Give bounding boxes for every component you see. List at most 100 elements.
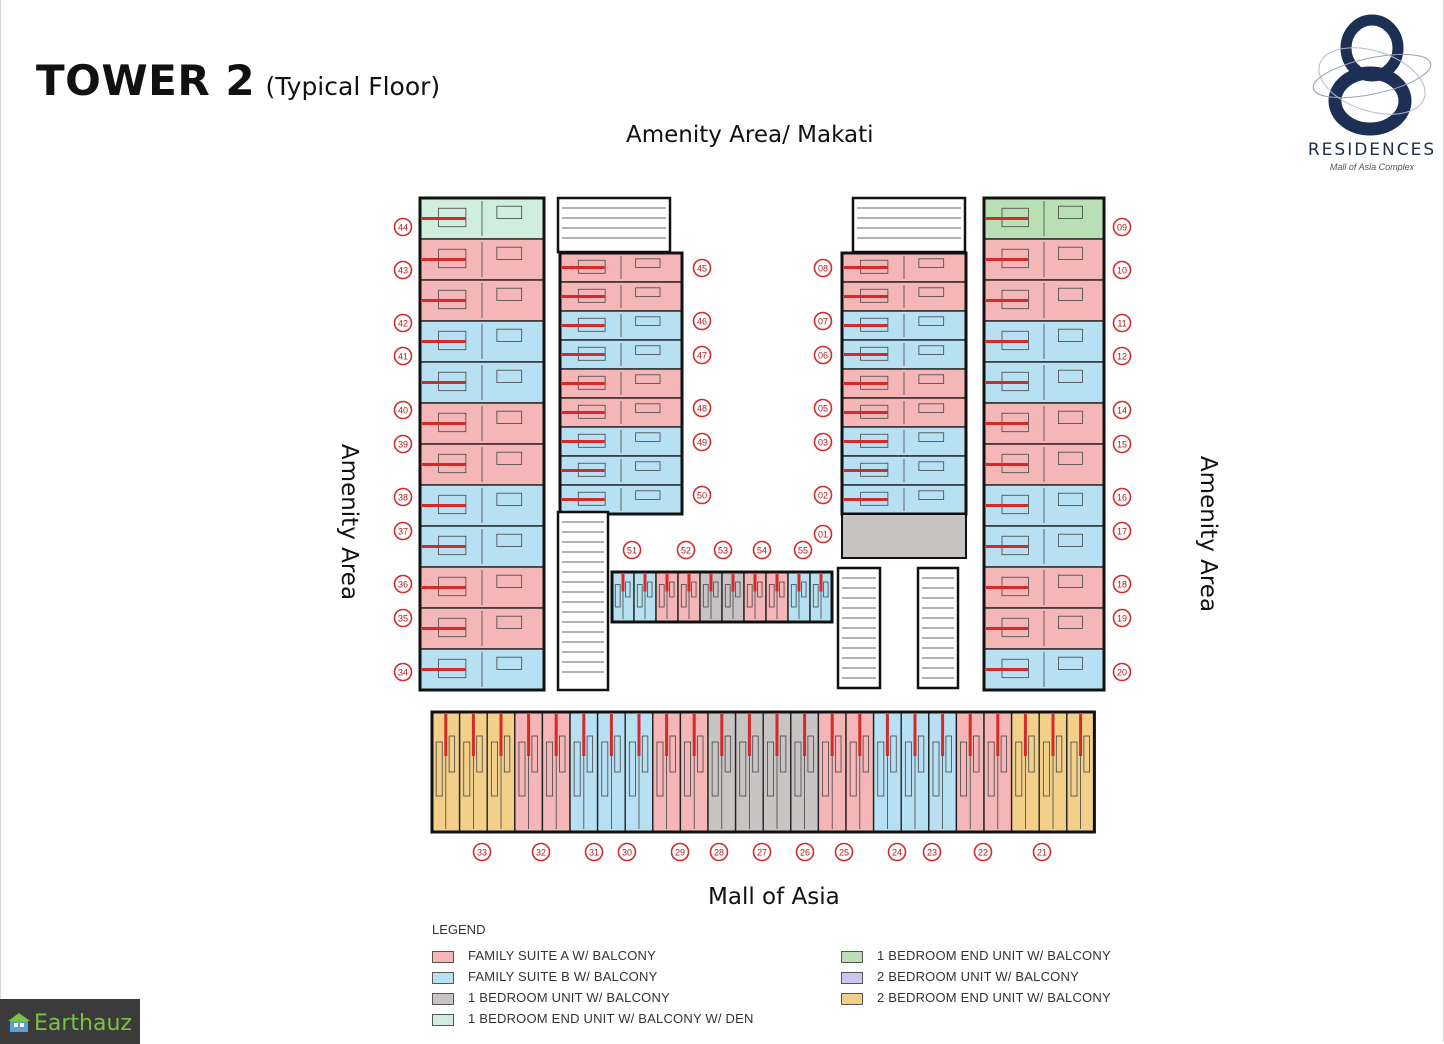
fixture-box [918,374,945,384]
fixture-box [641,735,649,773]
unit-marker [986,258,1028,261]
fixture-box [635,258,661,268]
fixture-box [713,581,719,598]
unit-number-badge [393,487,413,507]
unit-marker [830,714,834,756]
unit-number-label: 11 [1117,319,1126,329]
stair-core-left-top [556,196,672,254]
unit-marker [731,574,735,592]
unit-number-badge [922,842,942,862]
unit-number-label: 40 [398,406,408,416]
unit-marker [422,668,466,671]
unit-number-label: 15 [1117,440,1127,450]
unit-marker [562,324,605,327]
unit-marker [720,714,724,756]
fixture-box [496,287,523,301]
unit-number-badge [813,432,833,452]
fixture-box [932,741,940,797]
fixture-box [1000,735,1008,773]
fixture-box [790,584,797,608]
unit-number-label: 50 [697,491,707,501]
unit-number-badge [393,608,413,628]
fixture-box [1058,656,1083,670]
unit-number-badge [393,217,413,237]
stair-core-right-top [851,196,967,254]
unit-number-label: 43 [398,266,408,276]
fixture-box [546,741,554,797]
unit-marker [609,714,613,756]
unit-marker [844,266,888,269]
unit-number-badge [709,842,729,862]
stair-core-left-bottom [556,510,610,692]
unit-marker [422,545,466,548]
fixture-box [711,741,719,797]
fixture-box [1058,615,1083,629]
unit-marker [562,382,605,385]
floor-subtitle: (Typical Floor) [265,72,441,101]
unit-number-badge [692,432,712,452]
fixture-box [669,581,675,598]
wing-outline [610,570,834,624]
tower-title: TOWER 2 [36,56,256,105]
unit-number-label: 35 [398,614,408,624]
fixture-box [739,741,747,797]
fixture-box [496,451,523,465]
unit-number-badge [617,842,637,862]
unit-number-badge [670,842,690,862]
unit-number-badge [713,540,733,560]
direction-top-label: Amenity Area/ Makati [626,122,874,148]
fixture-box [1058,492,1083,506]
fixture-box [918,432,945,442]
fixture-box [496,246,523,260]
fixture-box [1015,741,1023,797]
unit-marker [753,574,757,592]
unit-marker [968,714,972,756]
unit-marker [1023,714,1027,756]
unit-number-badge [393,313,413,333]
fixture-box [463,741,471,797]
unit-number-label: 48 [697,404,707,414]
fixture-box [614,735,621,773]
fixture-box [586,735,594,773]
unit-number-label: 30 [622,848,632,858]
fixture-box [625,581,631,598]
fixture-box [1028,735,1035,773]
unit-marker [844,498,888,501]
unit-marker [562,353,605,356]
unit-marker [986,422,1028,425]
fixture-box [490,741,498,797]
wing-outline [430,710,1096,834]
unit-marker [643,574,647,592]
fixture-box [849,741,857,797]
fixture-box [724,584,731,608]
fixture-box [960,741,968,797]
fixture-box [724,735,732,773]
unit-number-label: 01 [818,530,828,540]
legend-swatch [432,972,454,984]
unit-marker [986,668,1028,671]
unit-number-label: 47 [697,351,707,361]
unit-marker [844,382,888,385]
unit-number-label: 49 [697,438,707,448]
fixture-box [680,584,687,608]
unit-number-badge [1112,662,1132,682]
unit-number-label: 21 [1037,848,1047,858]
fixture-box [904,741,912,797]
unit-number-badge [1112,313,1132,333]
fixture-box [656,741,664,797]
unit-marker [986,504,1028,507]
fixture-box [812,584,819,608]
unit-number-badge [973,842,993,862]
unit-marker [637,714,641,756]
unit-number-badge [393,400,413,420]
unit-number-label: 33 [477,848,487,858]
unit-marker [1079,714,1083,756]
unit-number-badge [584,842,604,862]
unit-number-label: 09 [1117,223,1127,233]
unit-marker [844,440,888,443]
unit-marker [986,299,1028,302]
unit-number-label: 05 [818,404,828,414]
fixture-box [636,584,643,608]
unit-number-badge [1112,608,1132,628]
